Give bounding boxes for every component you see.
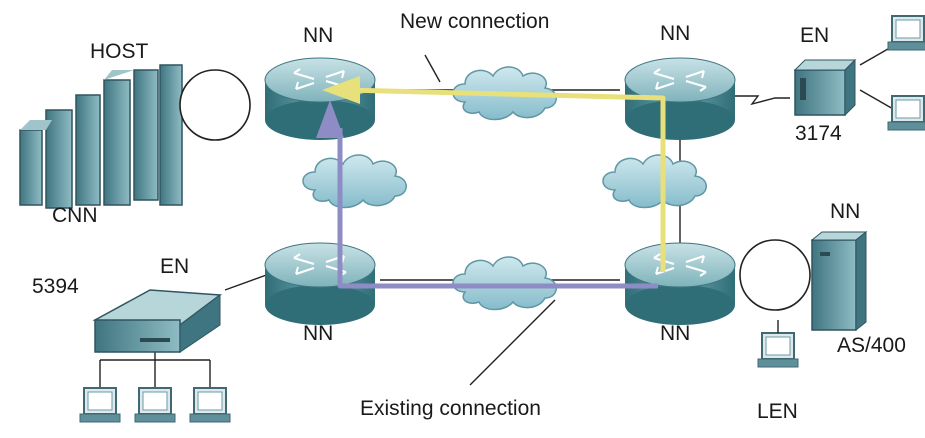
label-cnn: CNN [52,204,98,227]
label-en-top-right: EN [800,24,829,47]
label-nn-top-left: NN [303,24,333,47]
host-token-ring [179,69,251,141]
label-len: LEN [757,400,798,423]
pc-len [757,332,799,368]
host-mainframe [19,64,183,209]
label-en-bottom-left: EN [160,255,189,278]
pc-bottom-left-1 [79,387,121,423]
label-5394: 5394 [32,275,79,298]
pc-top-right-2 [887,95,925,131]
cloud-bottom [452,256,558,311]
label-existing-connection: Existing connection [360,397,541,420]
label-nn-top-right: NN [660,22,690,45]
pc-top-right-1 [887,15,925,51]
label-new-connection: New connection [400,10,549,33]
label-nn-as400: NN [830,200,860,223]
label-nn-bottom-right: NN [660,322,690,345]
pc-bottom-left-3 [189,387,231,423]
existing-connection-path [337,128,658,289]
pc-bottom-left-2 [134,387,176,423]
new-connection-path [344,87,666,272]
label-3174: 3174 [795,122,842,145]
cloud-right [602,154,708,209]
cloud-left [302,154,408,209]
as400-server [810,230,868,332]
as400-token-ring [739,239,811,311]
device-3174 [793,58,857,117]
device-5394 [92,289,223,353]
label-nn-bottom-left: NN [303,322,333,345]
label-host: HOST [90,40,149,63]
label-as400: AS/400 [837,334,906,357]
new-connection-arrowhead [322,76,360,104]
existing-connection-arrowhead [316,100,344,138]
